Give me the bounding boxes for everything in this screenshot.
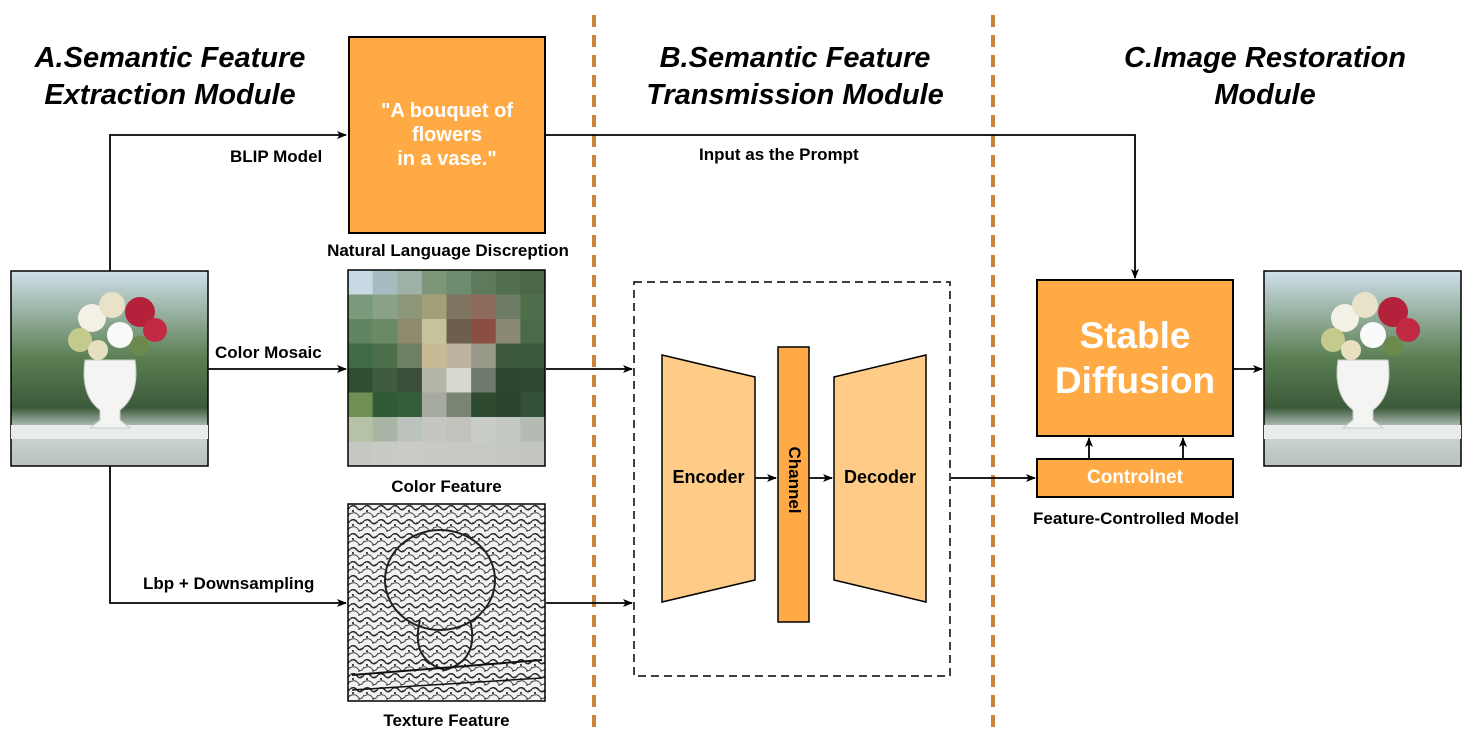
mosaic-cell xyxy=(446,270,472,295)
mosaic-cell xyxy=(471,270,497,295)
color-feature-border xyxy=(347,269,546,467)
caption-text: "A bouquet of flowers in a vase." xyxy=(380,100,514,170)
heading-section-c: C.Image Restoration Module xyxy=(1124,42,1406,111)
mosaic-cell xyxy=(520,319,546,344)
label-texture-feature: Texture Feature xyxy=(383,711,510,730)
mosaic-cell xyxy=(397,294,423,320)
mosaic-cell xyxy=(520,270,546,295)
output-photo xyxy=(1263,270,1462,467)
label-feature-controlled: Feature-Controlled Model xyxy=(1033,509,1239,528)
channel-label: Channel xyxy=(785,446,804,514)
stable-diffusion-box: Stable Diffusion xyxy=(1036,279,1234,437)
mosaic-cell xyxy=(421,319,447,344)
mosaic-cell xyxy=(372,392,398,418)
mosaic-cell xyxy=(397,319,423,344)
mosaic-cell xyxy=(421,417,447,442)
mosaic-cell xyxy=(495,294,521,320)
mosaic-cell xyxy=(348,270,373,295)
mosaic-cell xyxy=(446,392,472,418)
mosaic-cell xyxy=(397,270,423,295)
mosaic-cell xyxy=(446,368,472,393)
mosaic-cell xyxy=(348,343,373,369)
mosaic-cell xyxy=(495,417,521,442)
label-lbp-downsampling: Lbp + Downsampling xyxy=(143,574,315,593)
mosaic-cell xyxy=(348,294,373,320)
mosaic-cell xyxy=(348,392,373,418)
heading-section-a: A.Semantic Feature Extraction Module xyxy=(34,42,306,111)
texture-feature-image xyxy=(347,503,546,702)
mosaic-cell xyxy=(446,294,472,320)
label-natural-language: Natural Language Discreption xyxy=(327,241,569,260)
arrow-lbp xyxy=(109,466,347,607)
stable-diffusion-label: Stable Diffusion xyxy=(1054,315,1216,401)
caption-box: "A bouquet of flowers in a vase." xyxy=(348,36,546,234)
color-feature-mosaic xyxy=(348,270,546,467)
mosaic-cell xyxy=(471,319,497,344)
arrow-prompt xyxy=(546,134,1139,279)
mosaic-cell xyxy=(471,294,497,320)
arrow-blip xyxy=(109,131,347,271)
mosaic-cell xyxy=(421,368,447,393)
mosaic-cell xyxy=(397,392,423,418)
decoder-block xyxy=(833,354,927,603)
mosaic-cell xyxy=(397,343,423,369)
label-blip-model: BLIP Model xyxy=(230,147,323,166)
mosaic-cell xyxy=(495,441,521,467)
mosaic-cell xyxy=(495,319,521,344)
mosaic-cell xyxy=(372,319,398,344)
channel-block xyxy=(777,346,810,623)
mosaic-cell xyxy=(421,294,447,320)
mosaic-cell xyxy=(421,343,447,369)
mosaic-cell xyxy=(421,441,447,467)
input-photo xyxy=(10,270,209,467)
mosaic-cell xyxy=(397,368,423,393)
mosaic-cell xyxy=(421,392,447,418)
mosaic-cell xyxy=(348,417,373,442)
mosaic-cell xyxy=(520,368,546,393)
mosaic-cell xyxy=(372,270,398,295)
mosaic-cell xyxy=(520,441,546,467)
mosaic-cell xyxy=(348,441,373,467)
mosaic-cell xyxy=(372,441,398,467)
mosaic-cell xyxy=(446,343,472,369)
mosaic-cell xyxy=(446,417,472,442)
transmission-box xyxy=(633,281,951,677)
mosaic-cell xyxy=(372,294,398,320)
mosaic-cell xyxy=(348,368,373,393)
mosaic-cell xyxy=(471,417,497,442)
mosaic-cell xyxy=(495,270,521,295)
label-color-feature: Color Feature xyxy=(391,477,502,496)
mosaic-cell xyxy=(348,319,373,344)
mosaic-cell xyxy=(446,319,472,344)
mosaic-cell xyxy=(421,270,447,295)
connectors xyxy=(109,131,1263,607)
mosaic-cell xyxy=(397,441,423,467)
mosaic-cell xyxy=(495,392,521,418)
mosaic-cell xyxy=(520,417,546,442)
mosaic-cell xyxy=(520,294,546,320)
mosaic-cell xyxy=(495,368,521,393)
mosaic-cell xyxy=(520,392,546,418)
mosaic-cell xyxy=(446,441,472,467)
mosaic-cell xyxy=(397,417,423,442)
mosaic-cell xyxy=(471,392,497,418)
mosaic-cell xyxy=(520,343,546,369)
mosaic-cell xyxy=(495,343,521,369)
controlnet-box: Controlnet xyxy=(1036,458,1234,498)
mosaic-cell xyxy=(372,343,398,369)
label-color-mosaic: Color Mosaic xyxy=(215,343,322,362)
mosaic-cell xyxy=(372,368,398,393)
encoder-label: Encoder xyxy=(672,467,745,487)
decoder-label: Decoder xyxy=(843,467,917,487)
heading-section-b: B.Semantic Feature Transmission Module xyxy=(646,42,944,111)
mosaic-cell xyxy=(372,417,398,442)
mosaic-cell xyxy=(471,441,497,467)
label-input-prompt: Input as the Prompt xyxy=(699,145,859,164)
mosaic-cell xyxy=(471,343,497,369)
encoder-block xyxy=(661,354,756,603)
mosaic-cell xyxy=(471,368,497,393)
controlnet-label: Controlnet xyxy=(1086,467,1184,488)
